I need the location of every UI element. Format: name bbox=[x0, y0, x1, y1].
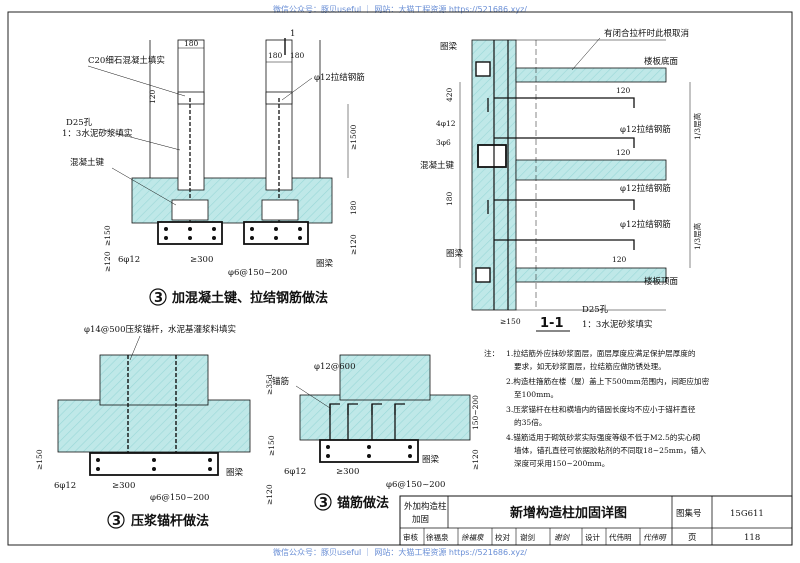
section-1-1: 有闭合拉杆时此根取消 圈梁 楼板底面 φ12拉结钢筋 φ12拉结钢筋 φ12拉结… bbox=[420, 28, 702, 332]
note-3a: 3.压浆锚杆在柱和横墙内的锚固长度均不应小于锚杆直径 bbox=[506, 404, 696, 414]
tb-check-label: 校对 bbox=[495, 532, 510, 542]
d3-title: 锚筋做法 bbox=[337, 495, 389, 511]
notes-block: 注： 1.拉结筋外应抹砂浆面层，面层厚度应满足保护层厚度的 要求，如无砂浆面层，… bbox=[484, 348, 710, 468]
d1-dim-180c: 180 bbox=[290, 51, 305, 60]
notes-head: 注： bbox=[484, 348, 499, 358]
d2-title-num: 3 bbox=[112, 514, 121, 529]
section-dim-150: ≥150 bbox=[500, 317, 521, 326]
d1-label-stirrup: φ6@150~200 bbox=[228, 268, 287, 278]
detail-anchor-bar: φ12@600 锚筋 ≥150 150~200 ≥120 6φ12 ≥300 φ… bbox=[267, 354, 480, 511]
d3-dim-150: ≥150 bbox=[267, 435, 276, 456]
d1-dim-150: ≥150 bbox=[103, 225, 112, 246]
d1-label-key: 混凝土键 bbox=[70, 157, 105, 168]
d2-dim-120: ≥120 bbox=[265, 484, 274, 505]
d3-dim-150-200: 150~200 bbox=[471, 395, 480, 430]
d1-dim-ge120b: ≥120 bbox=[349, 234, 358, 255]
d1-label-6phi12: 6φ12 bbox=[118, 255, 140, 265]
section-dim-4phi12: 4φ12 bbox=[436, 119, 456, 128]
section-label-phi12-2: φ12拉结钢筋 bbox=[620, 183, 671, 194]
note-1b: 要求，如无砂浆面层，拉结筋应做防锈处理。 bbox=[514, 361, 666, 371]
d3-label-anchor: 锚筋 bbox=[272, 376, 289, 387]
note-2a: 2.构造柱箍筋在楼（屋）盖上下500mm范围内，间距应加密 bbox=[506, 376, 710, 386]
d1-label-ge300: ≥300 bbox=[190, 255, 213, 265]
d1-label-d25: D25孔 bbox=[66, 118, 93, 128]
d1-label-ring: 圈梁 bbox=[316, 259, 334, 269]
tb-page-label: 页 bbox=[688, 533, 697, 543]
tb-category: 外加构造柱 bbox=[404, 501, 447, 512]
note-4b: 墙体，锚孔直径可依据胶粘剂的不同取18~25mm，锚入 bbox=[514, 445, 706, 455]
tb-page-no: 118 bbox=[744, 533, 760, 543]
section-dim-420: 420 bbox=[445, 87, 454, 102]
tb-drawing-title: 新增构造柱加固详图 bbox=[510, 505, 627, 521]
d2-dim-150: ≥150 bbox=[35, 449, 44, 470]
section-label-key: 混凝土键 bbox=[420, 160, 455, 171]
detail-concrete-key: 1 180 180 180 120 ≥1500 180 ≥120 ≥150 ≥1… bbox=[62, 29, 365, 306]
d1-title-num: 3 bbox=[154, 291, 163, 306]
d1-dim-ge120a: ≥120 bbox=[103, 251, 112, 272]
d3-label-phi12: φ12@600 bbox=[314, 362, 356, 372]
section-dim-180: 180 bbox=[445, 191, 454, 206]
section-title: 1-1 bbox=[540, 316, 564, 331]
d2-title: 压浆锚杆做法 bbox=[131, 513, 209, 529]
section-dim-3phi6: 3φ6 bbox=[436, 138, 451, 147]
d2-label-6phi12: 6φ12 bbox=[54, 481, 76, 491]
tb-designer: 代伟明 bbox=[609, 532, 632, 542]
tb-reviewer: 徐福泉 bbox=[426, 532, 449, 542]
tb-atlas-no: 15G611 bbox=[730, 509, 764, 519]
note-2b: 至100mm。 bbox=[514, 390, 558, 399]
d2-label-ring: 圈梁 bbox=[226, 468, 244, 478]
section-dim-13a: 1/3层高 bbox=[692, 112, 702, 140]
tb-designer-sig: 代伟明 bbox=[643, 533, 667, 542]
d1-dim-180v: 180 bbox=[349, 200, 358, 215]
title-block: 外加构造柱 加固 新增构造柱加固详图 图集号 15G611 审核 徐福泉 徐福泉… bbox=[399, 495, 793, 546]
section-label-mortar: 1：3水泥砂浆填实 bbox=[582, 319, 652, 330]
note-1a: 1.拉结筋外应抹砂浆面层，面层厚度应满足保护层厚度的 bbox=[506, 348, 696, 358]
d3-dim-ge120: ≥120 bbox=[471, 449, 480, 470]
section-label-d25: D25孔 bbox=[582, 305, 609, 315]
tb-category2: 加固 bbox=[412, 514, 429, 525]
section-dim-120a: 120 bbox=[616, 86, 631, 95]
section-label-slab-bottom: 楼板底面 bbox=[644, 56, 679, 67]
d3-label-ring: 圈梁 bbox=[422, 455, 440, 465]
d1-dim-ge1500: ≥1500 bbox=[349, 124, 358, 150]
note-3b: 的35倍。 bbox=[514, 417, 546, 427]
section-label-phi12-1: φ12拉结钢筋 bbox=[620, 124, 671, 135]
section-label-ring-bot: 圈梁 bbox=[446, 249, 464, 259]
section-dim-120b: 120 bbox=[616, 148, 631, 157]
d3-label-6phi12: 6φ12 bbox=[284, 467, 306, 477]
d1-label-mortar: 1：3水泥砂浆填实 bbox=[62, 128, 132, 139]
d1-label-phi12: φ12拉结钢筋 bbox=[314, 72, 365, 83]
d3-title-num: 3 bbox=[319, 496, 328, 511]
d1-dim-180b: 180 bbox=[268, 51, 283, 60]
tb-checker-sig: 谢剑 bbox=[554, 533, 570, 542]
d2-dim-35d: ≥35d bbox=[265, 374, 274, 395]
section-mark-top: 1 bbox=[290, 29, 295, 39]
d2-label-ge300: ≥300 bbox=[112, 481, 135, 491]
d2-label-stirrup: φ6@150~200 bbox=[150, 493, 209, 503]
watermark-top: 微信公众号：豚贝useful ｜ 网站：大猫工程资源 https://52168… bbox=[272, 5, 528, 14]
d1-label-c20: C20细石混凝土填实 bbox=[88, 55, 165, 66]
d3-label-ge300: ≥300 bbox=[336, 467, 359, 477]
tb-atlas-label: 图集号 bbox=[676, 508, 702, 519]
section-dim-120c: 120 bbox=[612, 255, 627, 264]
tb-checker: 谢剑 bbox=[520, 532, 535, 542]
section-label-ring-top: 圈梁 bbox=[440, 42, 458, 52]
tb-reviewer-sig: 徐福泉 bbox=[461, 533, 484, 542]
d3-label-stirrup: φ6@150~200 bbox=[386, 480, 445, 490]
watermark-bottom: 微信公众号：豚贝useful ｜ 网站：大猫工程资源 https://52168… bbox=[272, 548, 528, 557]
section-label-phi12-3: φ12拉结钢筋 bbox=[620, 219, 671, 230]
note-4a: 4.锚筋适用于砌筑砂浆实际强度等级不低于M2.5的实心砌 bbox=[506, 432, 701, 442]
d2-label-anchor: φ14@500压浆锚杆，水泥基灌浆料填实 bbox=[84, 324, 236, 335]
tb-review-label: 审核 bbox=[403, 532, 418, 542]
note-4c: 深度可采用150~200mm。 bbox=[514, 458, 609, 468]
d1-title: 加混凝土键、拉结钢筋做法 bbox=[171, 290, 328, 306]
detail-grout-anchor: φ14@500压浆锚杆，水泥基灌浆料填实 ≥35d ≥150 ≥120 6φ12… bbox=[35, 324, 274, 529]
d1-dim-180: 180 bbox=[184, 39, 199, 48]
section-dim-13b: 1/3层高 bbox=[692, 222, 702, 250]
section-label-remove: 有闭合拉杆时此根取消 bbox=[604, 28, 689, 39]
tb-design-label: 设计 bbox=[585, 532, 600, 542]
d1-dim-120: 120 bbox=[148, 89, 157, 104]
section-label-slab-top: 楼板顶面 bbox=[644, 276, 679, 287]
